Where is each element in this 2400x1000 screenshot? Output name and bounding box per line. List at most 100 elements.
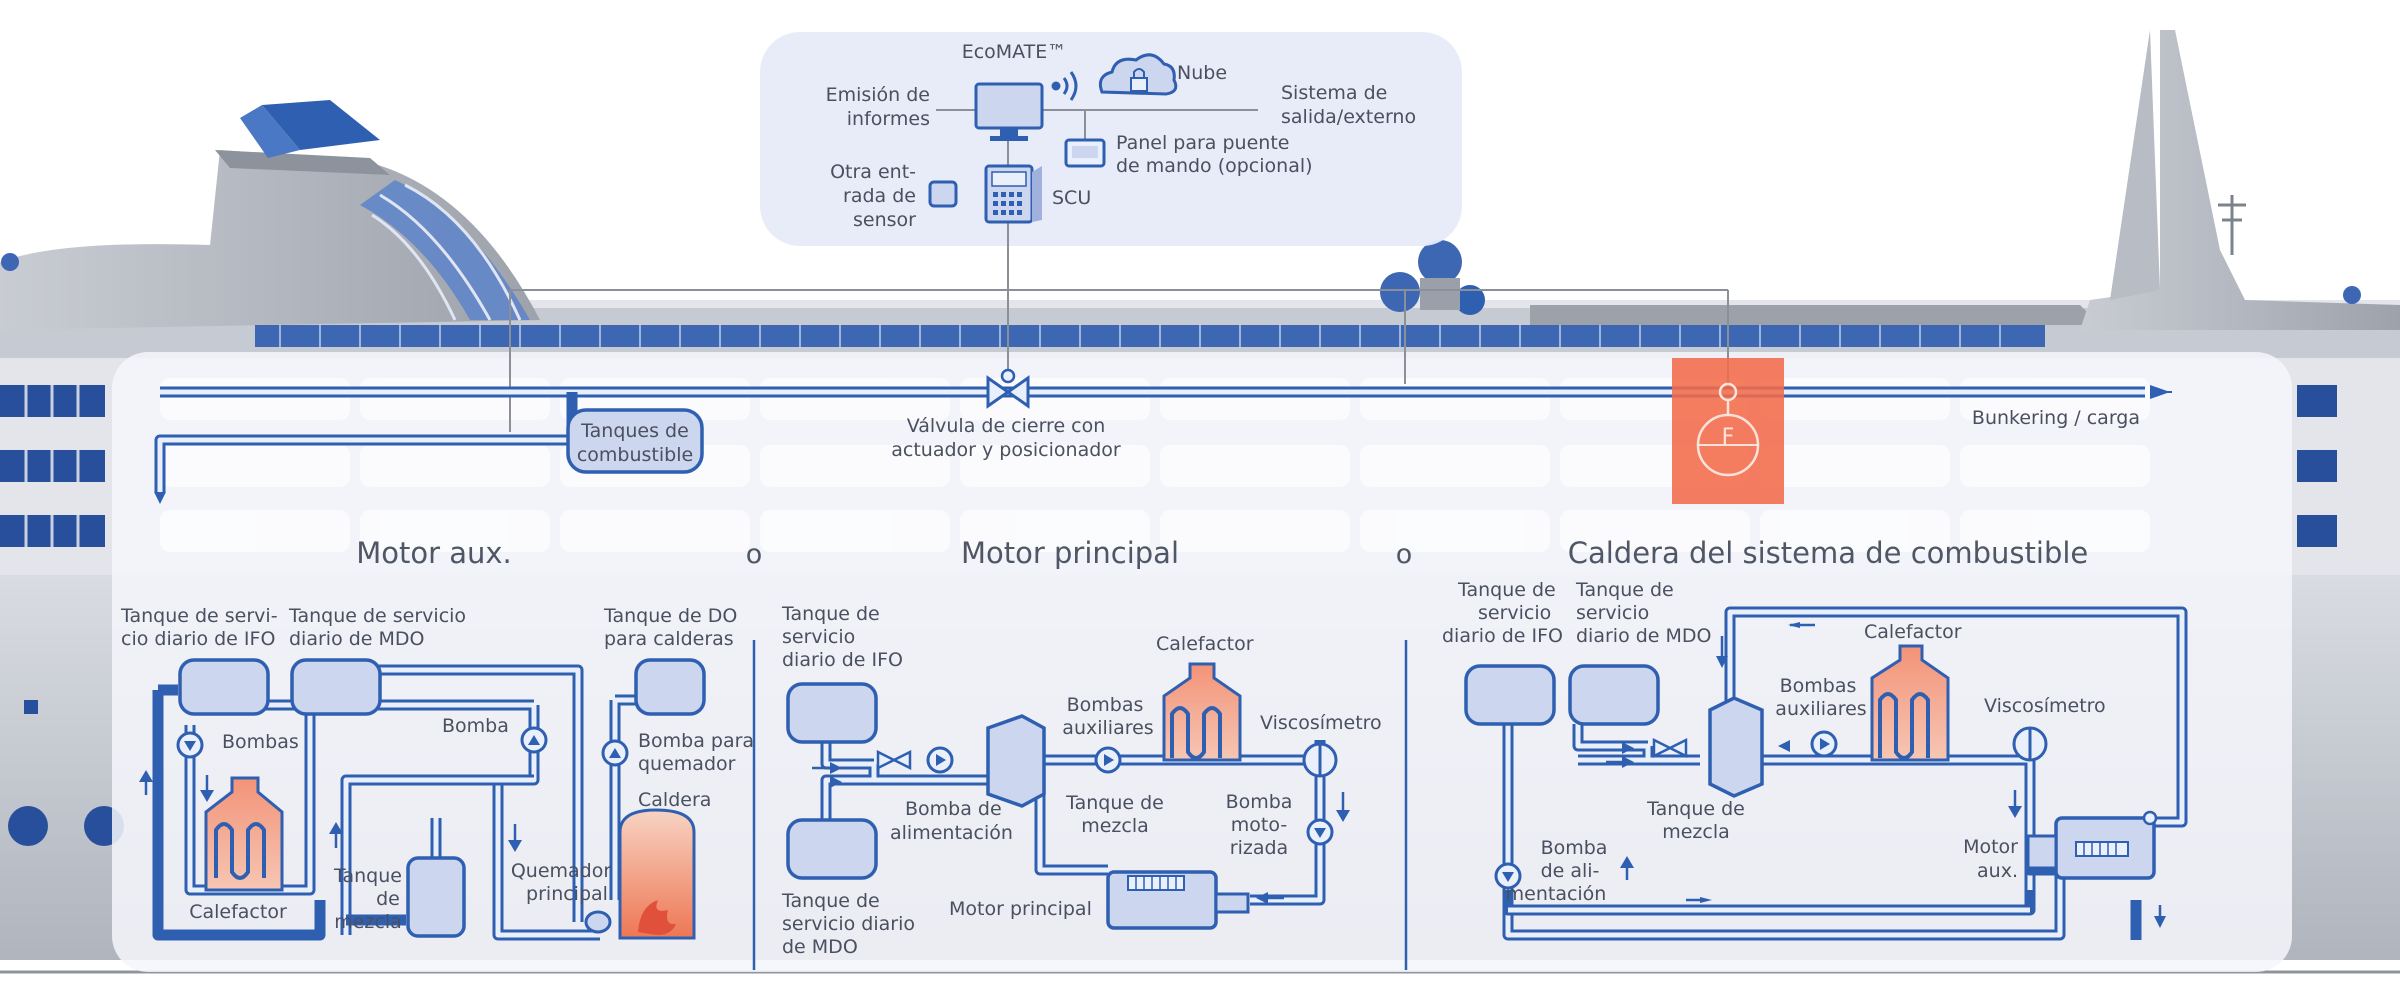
boiler-ifo-label: diario de IFO xyxy=(1442,625,1563,647)
aux-burner-pump-label: Bomba para xyxy=(638,730,754,752)
pump-icon[interactable] xyxy=(520,726,548,754)
ifo-day-tank[interactable] xyxy=(1464,664,1556,726)
boiler-aux-pumps-label: Bombas xyxy=(1780,675,1857,697)
main-visco-label: Viscosímetro xyxy=(1260,712,1382,734)
aux-pump-label: Bomba xyxy=(442,715,509,737)
three-way-valve[interactable] xyxy=(876,749,912,771)
aux-do-label: Tanque de DO xyxy=(603,605,737,627)
sensor-icon[interactable] xyxy=(928,180,958,208)
aux-mdo-label: Tanque de servicio xyxy=(288,605,466,627)
flowmeter-label: F xyxy=(1722,425,1735,450)
viscosimeter[interactable] xyxy=(1302,742,1338,778)
monitor-icon[interactable] xyxy=(974,82,1044,141)
antenna-mast xyxy=(2218,195,2246,255)
aux-burner-label: principal xyxy=(526,883,608,905)
scu-label: SCU xyxy=(1052,187,1091,209)
aux-burner-pump-label: quemador xyxy=(638,753,736,775)
boiler-heater-label: Calefactor xyxy=(1864,621,1962,643)
motor-pump-icon[interactable] xyxy=(1306,818,1334,846)
boiler-mdo-label: diario de MDO xyxy=(1576,625,1712,647)
funnel-solar-panels xyxy=(240,100,380,158)
heater[interactable] xyxy=(1870,644,1950,762)
boiler-feed-label: mentación xyxy=(1506,883,1607,905)
valve-label: Válvula de cierre con xyxy=(907,415,1106,437)
aux-do-label: para calderas xyxy=(604,628,734,650)
aux-engine-pipes xyxy=(152,664,638,941)
main-mdo-label: de MDO xyxy=(782,936,858,958)
aux-engine-block[interactable] xyxy=(2026,810,2158,880)
aux-pump-icon[interactable] xyxy=(1810,730,1838,758)
bunkering-label: Bunkering / carga xyxy=(1972,407,2140,429)
valve-label: actuador y posicionador xyxy=(891,439,1121,461)
scu-icon[interactable] xyxy=(984,164,1042,224)
boiler-visco-label: Viscosímetro xyxy=(1984,695,2106,717)
shutoff-valve[interactable] xyxy=(986,368,1030,409)
ifo-day-tank[interactable] xyxy=(786,682,878,744)
fuel-tanks-label: combustible xyxy=(577,444,693,466)
boiler-feed-label: Bomba xyxy=(1541,837,1608,859)
mdo-day-tank[interactable] xyxy=(786,818,878,880)
three-way-valve[interactable] xyxy=(1652,737,1688,759)
mixing-tank[interactable] xyxy=(986,714,1046,808)
main-aux-pumps-label: Bombas xyxy=(1067,694,1144,716)
main-mdo-label: Tanque de xyxy=(781,890,880,912)
aux-ifo-label: Tanque de servi- xyxy=(120,605,278,627)
heater[interactable] xyxy=(1162,662,1242,762)
bridge-panel-label: de mando (opcional) xyxy=(1116,155,1313,177)
boiler-mix-label: mezcla xyxy=(1662,821,1730,843)
burner-pump-icon[interactable] xyxy=(601,739,629,767)
boiler-mdo-label: servicio xyxy=(1576,602,1649,624)
ifo-day-tank[interactable] xyxy=(178,658,270,716)
main-engine-block[interactable] xyxy=(1106,870,1250,930)
main-fuel-line xyxy=(154,386,2145,492)
mdo-day-tank[interactable] xyxy=(1568,664,1660,726)
control-wiring xyxy=(509,109,1729,432)
boiler-do-tank[interactable] xyxy=(634,658,706,716)
viscosimeter[interactable] xyxy=(2012,726,2048,762)
main-motor-pump-label: moto- xyxy=(1231,814,1287,836)
pump-icon[interactable] xyxy=(176,731,204,759)
cloud-label: Nube xyxy=(1177,62,1227,84)
sensor-label: rada de xyxy=(843,185,916,207)
mixing-tank[interactable] xyxy=(1708,696,1764,798)
feed-pump-icon[interactable] xyxy=(1494,862,1522,890)
aux-mix-label: mezcla xyxy=(334,911,402,933)
boiler-ifo-label: Tanque de xyxy=(1457,579,1556,601)
bridge-panel-icon[interactable] xyxy=(1064,138,1106,168)
ecomate-label: EcoMATE™ xyxy=(962,41,1067,63)
aux-mix-label: de xyxy=(376,888,400,910)
main-motor-pump-label: rizada xyxy=(1230,837,1288,859)
aux-mix-label: Tanque xyxy=(333,865,402,887)
aux-pump-icon[interactable] xyxy=(1094,746,1122,774)
output-label: Sistema de xyxy=(1281,82,1387,104)
aux-boiler-label: Caldera xyxy=(638,789,711,811)
boiler-mdo-label: Tanque de xyxy=(1575,579,1674,601)
main-mix-label: Tanque de xyxy=(1065,792,1164,814)
main-ifo-label: servicio xyxy=(782,626,855,648)
main-feed-label: alimentación xyxy=(890,822,1013,844)
or-separator: o xyxy=(1396,539,1413,570)
cloud-lock-icon[interactable] xyxy=(1098,53,1178,96)
sensor-label: sensor xyxy=(853,209,916,231)
deck-vents xyxy=(1,240,2361,315)
mdo-day-tank[interactable] xyxy=(290,658,382,716)
aux-mdo-label: diario de MDO xyxy=(289,628,425,650)
feed-pump-icon[interactable] xyxy=(926,746,954,774)
fuel-tanks[interactable] xyxy=(566,408,704,474)
section-title-main: Motor principal xyxy=(961,536,1179,570)
boiler-aux-motor-label: Motor xyxy=(1963,836,2018,858)
main-ifo-label: diario de IFO xyxy=(782,649,903,671)
mixing-tank[interactable] xyxy=(406,856,466,938)
boiler-furnace[interactable] xyxy=(584,808,696,940)
boiler-system-pipes xyxy=(1502,606,2188,941)
or-separator: o xyxy=(746,539,763,570)
aux-ifo-label: cio diario de IFO xyxy=(121,628,275,650)
section-title-boiler: Caldera del sistema de combustible xyxy=(1568,536,2089,570)
output-label: salida/externo xyxy=(1281,106,1416,128)
sensor-label: Otra ent- xyxy=(830,161,916,183)
heater[interactable] xyxy=(204,776,284,892)
flowmeter[interactable] xyxy=(1672,358,1784,504)
section-title-aux: Motor aux. xyxy=(356,536,512,570)
